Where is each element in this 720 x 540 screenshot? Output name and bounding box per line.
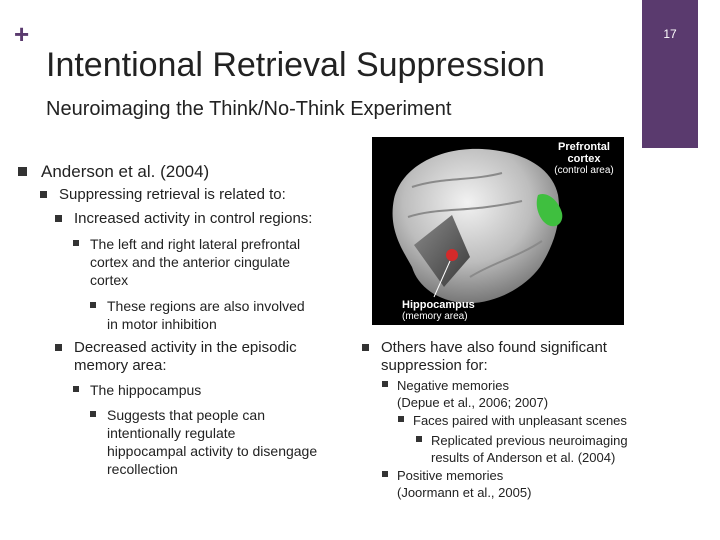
bullet-text: Faces paired with unpleasant scenes — [413, 413, 627, 428]
bullet-square — [362, 344, 369, 351]
text-line: intentionally regulate — [107, 425, 236, 441]
label-line: Prefrontal — [558, 141, 610, 153]
bullet-text: The left and right lateral prefrontal co… — [90, 235, 300, 289]
label-sub: (control area) — [554, 165, 614, 176]
text-line: results of Anderson et al. (2004) — [431, 450, 616, 465]
bullet-square — [90, 411, 96, 417]
text-line: Positive memories — [397, 468, 504, 483]
text-line: Decreased activity in the episodic — [74, 339, 297, 356]
bullet-square — [416, 436, 422, 442]
hippocampus-pointer — [433, 260, 451, 298]
text-line: (Joormann et al., 2005) — [397, 485, 532, 500]
bullet-prefrontal: The left and right lateral prefrontal co… — [73, 235, 300, 289]
text-line: hippocampal activity to disengage — [107, 443, 318, 459]
text-line: cortex — [90, 272, 129, 288]
bullet-square — [73, 386, 79, 392]
bullet-decreased: Decreased activity in the episodic memor… — [55, 339, 297, 375]
bullet-square — [55, 215, 62, 222]
text-line: in motor inhibition — [107, 316, 217, 332]
plus-mark: + — [14, 19, 30, 49]
text-line: cortex and the anterior cingulate — [90, 254, 291, 270]
prefrontal-label: Prefrontal cortex (control area) — [548, 141, 620, 177]
text-line: Replicated previous neuroimaging — [431, 433, 628, 448]
brain-fold — [407, 200, 523, 218]
bullet-suggests: Suggests that people can intentionally r… — [90, 406, 317, 478]
bullet-square — [90, 302, 96, 308]
bullet-text: These regions are also involved in motor… — [107, 297, 305, 333]
bullet-text: Increased activity in control regions: — [74, 210, 313, 227]
brain-fold — [411, 172, 503, 188]
text-line: memory area: — [74, 357, 167, 374]
text-line: Others have also found significant — [381, 339, 607, 356]
bullet-square — [40, 191, 47, 198]
brain-shape — [392, 148, 560, 304]
label-line: cortex — [567, 153, 601, 165]
bullet-text: Replicated previous neuroimaging results… — [431, 432, 628, 466]
bullet-square — [73, 240, 79, 246]
brain-illustration — [392, 148, 563, 304]
bullet-suppressing: Suppressing retrieval is related to: — [40, 186, 286, 204]
bullet-hippocampus: The hippocampus — [73, 381, 201, 399]
text-line: The left and right lateral prefrontal — [90, 236, 301, 252]
slide-number-band: 17 — [642, 0, 698, 148]
text-line: (Depue et al., 2006; 2007) — [397, 395, 549, 410]
text-line: Suggests that people can — [107, 407, 266, 423]
bullet-replicated: Replicated previous neuroimaging results… — [416, 432, 628, 466]
text-line: These regions are also involved — [107, 298, 305, 314]
slide-subtitle: Neuroimaging the Think/No-Think Experime… — [46, 98, 452, 120]
bullet-text: Decreased activity in the episodic memor… — [74, 339, 297, 375]
brain-figure: Prefrontal cortex (control area) Hippoca… — [372, 137, 624, 325]
bullet-text: Others have also found significant suppr… — [381, 339, 607, 375]
bullet-text: Suggests that people can intentionally r… — [107, 406, 317, 478]
slide-number: 17 — [663, 27, 677, 41]
bullet-negative: Negative memories (Depue et al., 2006; 2… — [382, 377, 548, 411]
bullet-text: Negative memories (Depue et al., 2006; 2… — [397, 377, 548, 411]
text-line: recollection — [107, 461, 178, 477]
hippocampus-region — [446, 249, 458, 261]
brain-cutaway — [414, 215, 470, 287]
text-line: suppression for: — [381, 357, 488, 374]
hippocampus-label: Hippocampus (memory area) — [402, 299, 502, 323]
bullet-text: The hippocampus — [90, 382, 202, 398]
text-line: Negative memories — [397, 378, 509, 393]
bullet-faces: Faces paired with unpleasant scenes — [398, 412, 627, 429]
bullet-others: Others have also found significant suppr… — [362, 339, 607, 375]
bullet-text: Suppressing retrieval is related to: — [59, 186, 286, 203]
bullet-positive: Positive memories (Joormann et al., 2005… — [382, 467, 531, 501]
bullet-square — [18, 167, 27, 176]
bullet-square — [398, 416, 404, 422]
bullet-square — [55, 344, 62, 351]
brain-fold — [469, 240, 543, 278]
bullet-square — [382, 381, 388, 387]
prefrontal-region — [536, 193, 563, 227]
bullet-increased: Increased activity in control regions: — [55, 210, 312, 228]
bullet-text: Anderson et al. (2004) — [41, 162, 210, 181]
bullet-text: Positive memories (Joormann et al., 2005… — [397, 467, 531, 501]
label-line: Hippocampus — [402, 299, 475, 311]
slide-title: Intentional Retrieval Suppression — [46, 46, 545, 84]
bullet-motor: These regions are also involved in motor… — [90, 297, 305, 333]
bullet-anderson: Anderson et al. (2004) — [18, 162, 209, 182]
label-sub: (memory area) — [402, 311, 468, 322]
bullet-square — [382, 471, 388, 477]
